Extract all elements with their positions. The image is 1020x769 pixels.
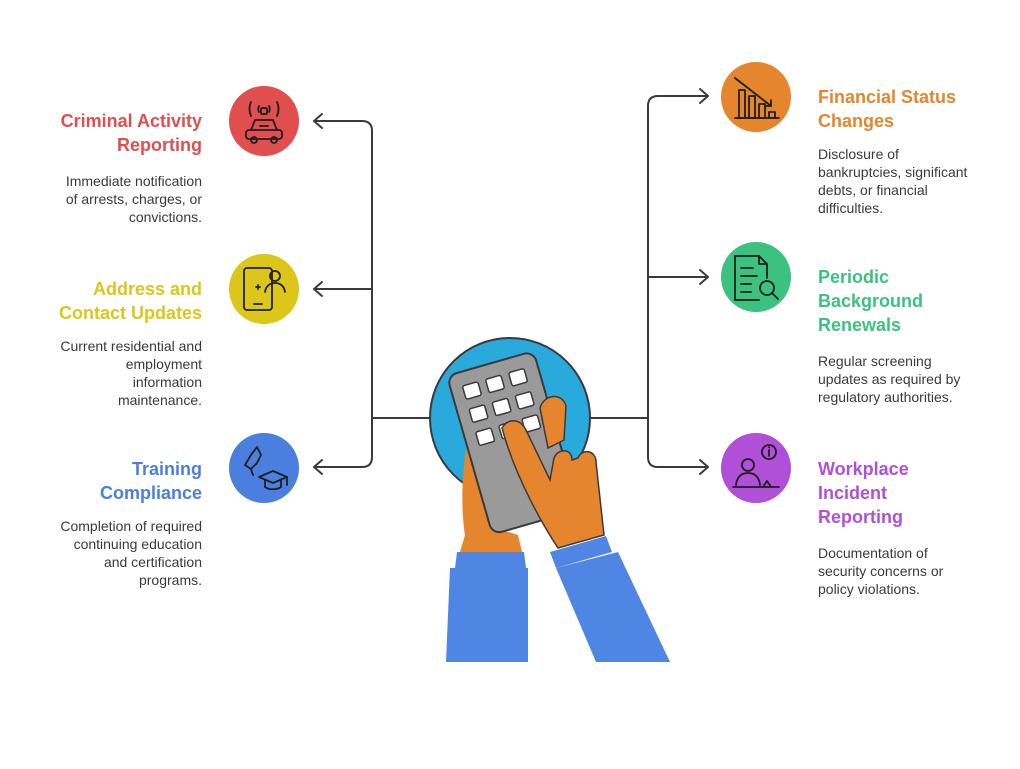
contact-tablet-icon bbox=[243, 267, 286, 311]
financial-status-title: Financial Status Changes bbox=[818, 85, 956, 133]
criminal-activity-desc-line1: Immediate notification bbox=[65, 173, 202, 189]
right-sleeve bbox=[556, 552, 670, 662]
financial-status-description: Disclosure of bankruptcies, significant … bbox=[818, 145, 967, 217]
training-compliance-title: Training Compliance bbox=[100, 457, 202, 505]
training-compliance-description: Completion of required continuing educat… bbox=[60, 517, 202, 589]
arrowhead-financial bbox=[699, 88, 709, 104]
criminal-activity-title: Criminal Activity Reporting bbox=[61, 109, 202, 157]
periodic-background-description: Regular screening updates as required by… bbox=[818, 352, 960, 406]
address-contact-desc-line3: information bbox=[132, 374, 202, 390]
training-compliance-desc-line2: continuing education bbox=[73, 536, 202, 552]
training-compliance-desc-line1: Completion of required bbox=[60, 518, 202, 534]
financial-status-title-line1: Financial Status bbox=[818, 87, 957, 107]
right-vertical-line bbox=[647, 95, 659, 468]
financial-status-desc-line2: bankruptcies, significant bbox=[818, 164, 968, 180]
periodic-background-desc-line2: updates as required by bbox=[818, 371, 961, 387]
criminal-activity-title-line2: Reporting bbox=[117, 135, 202, 155]
workplace-incident-description: Documentation of security concerns or po… bbox=[818, 544, 943, 598]
periodic-background-title-line3: Renewals bbox=[818, 315, 902, 335]
address-contact-desc-line2: employment bbox=[125, 356, 202, 372]
arrowhead-address bbox=[313, 281, 323, 297]
training-compliance-desc-line4: programs. bbox=[138, 572, 202, 588]
arrowhead-training bbox=[313, 459, 323, 475]
graduation-cap-icon bbox=[244, 446, 288, 491]
workplace-incident-title-line3: Reporting bbox=[818, 507, 903, 527]
training-compliance-node bbox=[229, 433, 299, 503]
financial-status-desc-line3: debts, or financial bbox=[818, 182, 928, 198]
left-vertical-line bbox=[361, 120, 373, 468]
right-hand bbox=[501, 420, 605, 549]
periodic-background-title-line2: Background bbox=[818, 291, 924, 311]
arrowhead-workplace bbox=[699, 459, 709, 475]
financial-status-node bbox=[721, 62, 791, 132]
periodic-background-desc-line3: regulatory authorities. bbox=[818, 389, 953, 405]
periodic-background-title: Periodic Background Renewals bbox=[818, 265, 923, 337]
arrowhead-criminal bbox=[313, 113, 323, 129]
workplace-incident-node bbox=[721, 433, 791, 503]
financial-status-desc-line1: Disclosure of bbox=[818, 146, 899, 162]
financial-status-desc-line4: difficulties. bbox=[818, 200, 884, 216]
training-compliance-title-line1: Training bbox=[131, 459, 202, 479]
criminal-activity-desc-line2: of arrests, charges, or bbox=[65, 191, 202, 207]
workplace-incident-desc-line1: Documentation of bbox=[818, 545, 928, 561]
workplace-incident-desc-line2: security concerns or bbox=[818, 563, 944, 579]
financial-status-title-line2: Changes bbox=[818, 111, 895, 131]
address-contact-title: Address and Contact Updates bbox=[59, 277, 202, 325]
document-search-icon bbox=[734, 255, 779, 301]
declining-chart-icon bbox=[734, 77, 780, 119]
workplace-incident-title: Workplace Incident Reporting bbox=[818, 457, 909, 529]
training-compliance-desc-line3: and certification bbox=[103, 554, 202, 570]
person-info-icon bbox=[732, 444, 780, 488]
address-contact-title-line2: Contact Updates bbox=[58, 303, 202, 323]
left-cuff bbox=[455, 552, 526, 568]
address-contact-title-line1: Address and bbox=[92, 279, 202, 299]
hands-calculator-illustration bbox=[429, 337, 670, 662]
workplace-incident-desc-line3: policy violations. bbox=[818, 581, 920, 597]
criminal-activity-title-line1: Criminal Activity bbox=[60, 111, 202, 131]
address-contact-node bbox=[229, 254, 299, 324]
police-car-icon bbox=[245, 101, 283, 144]
arrowhead-periodic bbox=[699, 269, 709, 285]
address-contact-desc-line4: maintenance. bbox=[117, 392, 202, 408]
training-compliance-title-line2: Compliance bbox=[99, 483, 202, 503]
right-cuff bbox=[550, 536, 612, 568]
periodic-background-desc-line1: Regular screening bbox=[818, 353, 932, 369]
workplace-incident-title-line2: Incident bbox=[818, 483, 888, 503]
criminal-activity-description: Immediate notification of arrests, charg… bbox=[66, 172, 202, 226]
address-contact-description: Current residential and employment infor… bbox=[60, 337, 202, 409]
left-sleeve bbox=[446, 568, 528, 662]
workplace-incident-title-line1: Workplace bbox=[818, 459, 909, 479]
periodic-background-node bbox=[721, 242, 791, 312]
criminal-activity-desc-line3: convictions. bbox=[128, 209, 202, 225]
address-contact-desc-line1: Current residential and bbox=[60, 338, 202, 354]
right-hand-thumb bbox=[539, 395, 567, 450]
periodic-background-title-line1: Periodic bbox=[818, 267, 890, 287]
criminal-activity-node bbox=[229, 86, 299, 156]
